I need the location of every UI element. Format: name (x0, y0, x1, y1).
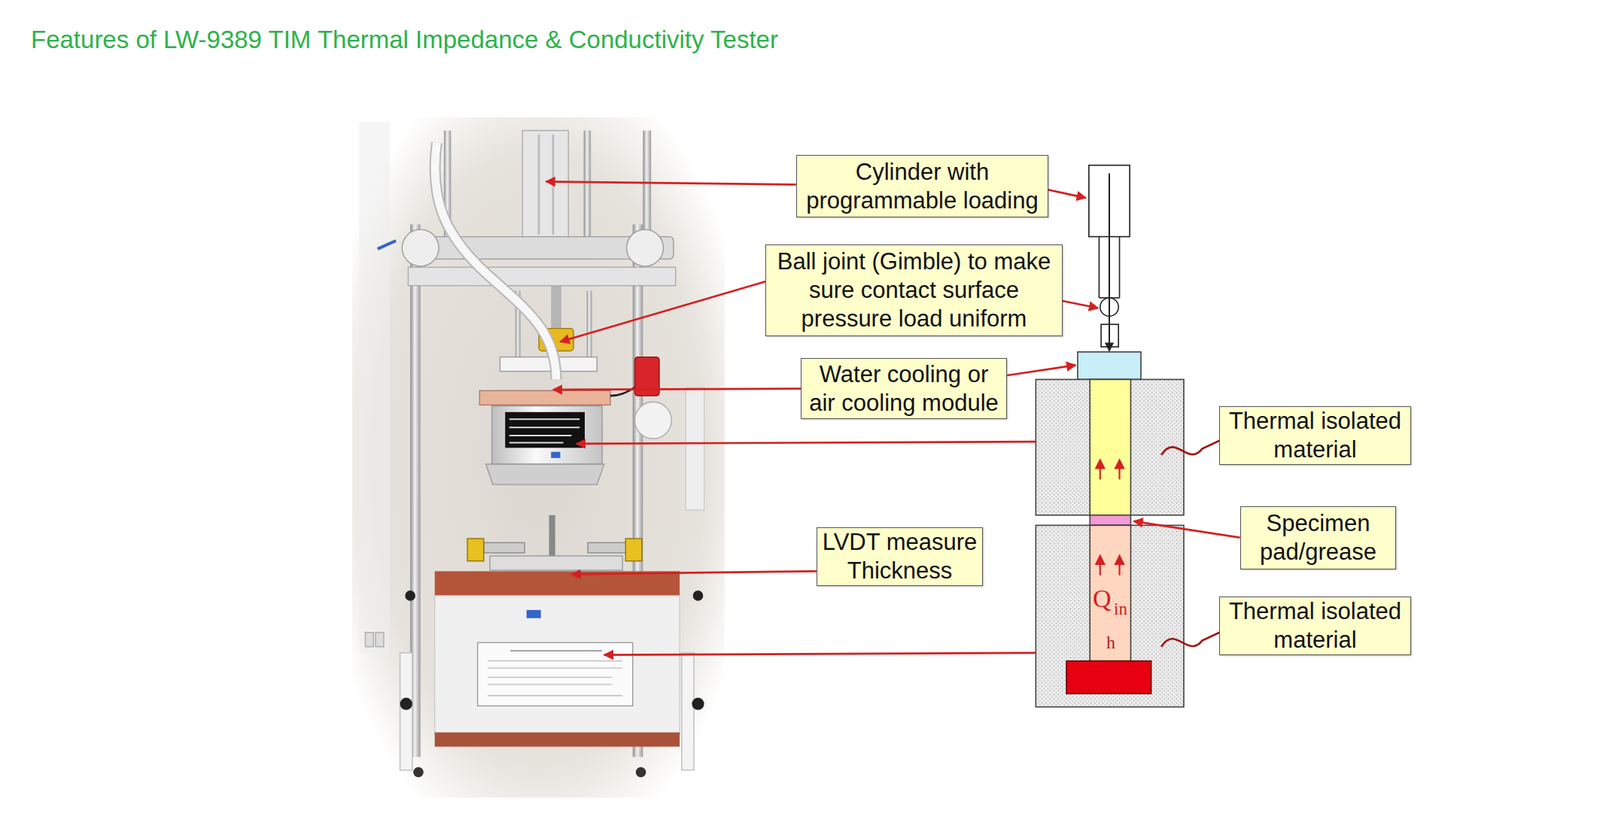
page-title: Features of LW-9389 TIM Thermal Impedanc… (30, 25, 779, 55)
callout-box: Water cooling or air cooling module (800, 358, 1007, 420)
callout-box: LVDT measure Thickness (816, 527, 983, 587)
lower-insulation (1035, 525, 1184, 707)
display-line (509, 418, 581, 420)
plate-line (487, 684, 612, 685)
spare-part (365, 632, 374, 648)
callout-box: Ball joint (Gimble) to make sure contact… (765, 244, 1063, 337)
upper-insulation (1035, 379, 1184, 515)
squiggle-leader (1161, 441, 1220, 456)
leveling-knob (691, 698, 704, 711)
indicator (550, 452, 560, 459)
heat-flow-arrow (1095, 460, 1105, 469)
lvdt-holder (625, 538, 642, 562)
crossbar-end (401, 229, 439, 267)
callout-text: Water cooling or air cooling module (804, 360, 1004, 418)
wall-panel (358, 122, 390, 654)
frame-leg (400, 653, 413, 771)
plate-line (487, 660, 623, 662)
tester-photo (352, 117, 725, 798)
leveling-knob (400, 698, 413, 711)
caster (635, 767, 647, 779)
leader-line (1006, 365, 1076, 376)
heater-block (1066, 661, 1152, 694)
heat-flow-arrow (1115, 460, 1124, 469)
crossbar-end (626, 229, 664, 267)
guide-rod (584, 130, 591, 238)
leader-line (553, 389, 802, 390)
side-panel (685, 387, 704, 511)
rod-line (1119, 237, 1121, 299)
guide-rod (587, 290, 593, 357)
cable (377, 240, 396, 250)
lower-crossbar (407, 267, 676, 286)
leveling-knob (404, 590, 416, 602)
leader-line (559, 281, 766, 342)
piston-rod (550, 285, 562, 332)
lower-meter-bar (1089, 525, 1131, 661)
display-line (509, 441, 564, 444)
plate-line (510, 650, 603, 652)
water-tube (434, 142, 557, 381)
spare-part (375, 632, 384, 648)
heat-source-base (434, 733, 680, 748)
lvdt-plate (489, 556, 623, 571)
load-arrow (1108, 173, 1111, 352)
cylinder-rail (522, 130, 569, 238)
callout-box: Thermal isolated material (1219, 596, 1412, 656)
cooling-plate (479, 390, 611, 405)
plate-line (487, 677, 612, 679)
heat-flow-arrow (1095, 556, 1105, 565)
heat-source-box (434, 596, 680, 735)
plate-line (487, 695, 623, 697)
leader-line (545, 181, 796, 185)
logo-mark (526, 610, 542, 619)
heat-flow-arrow (1115, 556, 1124, 565)
insulation-bowl (485, 464, 604, 485)
label-plate (477, 642, 633, 706)
rail-groove (552, 134, 555, 235)
leader-line (571, 571, 816, 575)
frame-leg (681, 653, 694, 771)
callout-box: Thermal isolated material (1219, 406, 1412, 466)
cooling-block (1077, 352, 1141, 381)
squiggle-leader (1161, 632, 1220, 648)
rail-groove (538, 134, 541, 235)
schematic-label: Q (1092, 586, 1112, 612)
upper-meter-block (492, 406, 603, 465)
caster (413, 767, 424, 779)
lvdt-sensor (587, 542, 629, 554)
callout-text: Thermal isolated material (1222, 407, 1408, 465)
schematic-label: in (1113, 600, 1128, 618)
leveling-knob (693, 590, 704, 602)
callout-text: Ball joint (Gimble) to make sure contact… (769, 247, 1059, 333)
callout-text: Cylinder with programmable loading (800, 158, 1045, 216)
callout-box: Cylinder with programmable loading (796, 155, 1049, 218)
photo-background (352, 117, 725, 798)
callout-text: Specimen pad/grease (1244, 509, 1393, 567)
water-tube (434, 142, 557, 381)
callout-box: Specimen pad/grease (1240, 506, 1397, 570)
leader-lines (545, 181, 1240, 655)
leader-line (604, 653, 1037, 656)
specimen-layer (1089, 515, 1131, 527)
schematic-label: h (1106, 633, 1116, 652)
leader-line (1048, 189, 1086, 198)
sample-post (549, 515, 556, 557)
plate-line (487, 668, 623, 670)
upper-meter-bar (1089, 379, 1131, 515)
rod-line (1098, 237, 1101, 299)
callout-text: LVDT measure Thickness (820, 528, 980, 586)
display-line (509, 426, 581, 429)
leader-line (1134, 521, 1241, 539)
display-panel (504, 412, 585, 448)
display-line (509, 434, 572, 437)
lvdt-holder (467, 538, 484, 562)
leader-line (576, 441, 1036, 445)
callout-text: Thermal isolated material (1222, 597, 1408, 655)
heat-source-top (434, 571, 680, 597)
lvdt-sensor (483, 542, 525, 554)
leader-line (1062, 301, 1099, 308)
gauge-disc (634, 401, 672, 439)
